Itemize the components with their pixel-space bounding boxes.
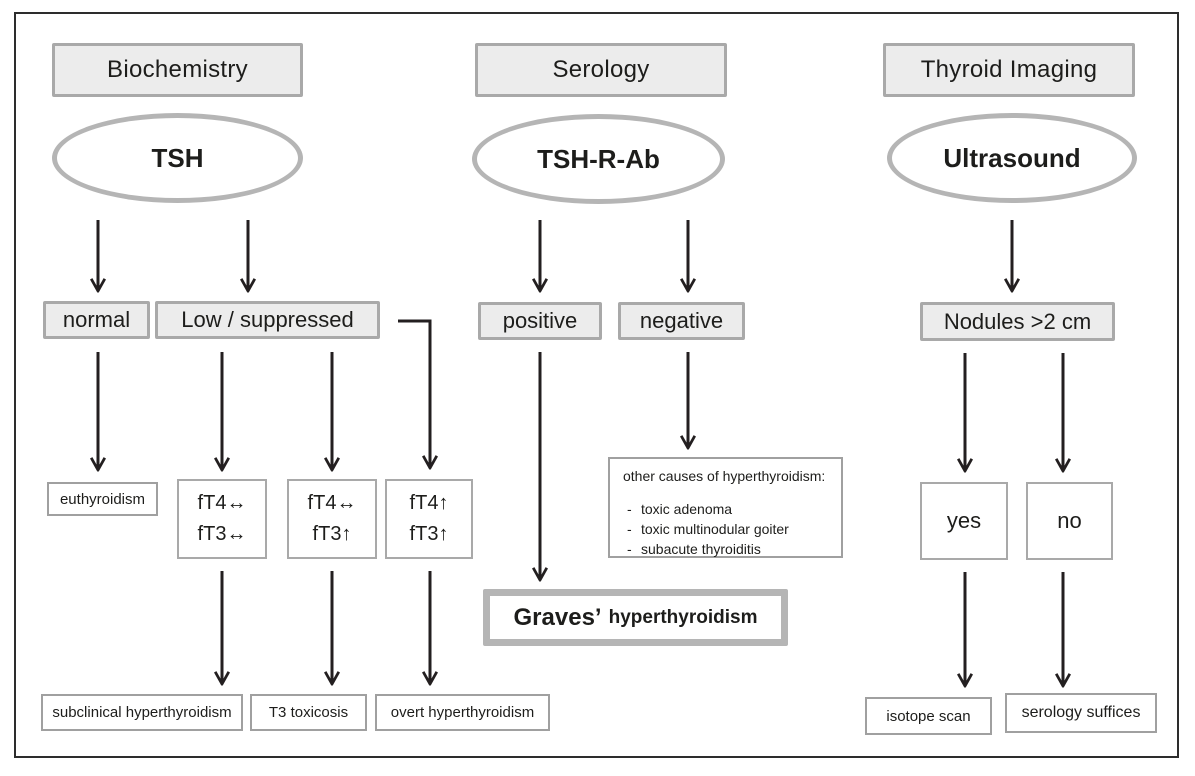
box-euthyroidism: euthyroidism: [47, 482, 158, 516]
graves-label: Graves’: [513, 603, 602, 631]
box-no: no: [1026, 482, 1113, 560]
ellipse-ultrasound: Ultrasound: [887, 113, 1137, 203]
ft3-value: fT3↑: [312, 523, 352, 545]
box-yes: yes: [920, 482, 1008, 560]
ft3-value: fT3↑: [409, 523, 449, 545]
bullet-dash: -: [627, 501, 632, 517]
box-t3-toxicosis: T3 toxicosis: [250, 694, 367, 731]
header-serology: Serology: [475, 43, 727, 97]
ellipse-tsh: TSH: [52, 113, 303, 203]
box-overt-hyperthyroidism: overt hyperthyroidism: [375, 694, 550, 731]
box-graves-hyperthyroidism: Graves’ hyperthyroidism: [483, 589, 788, 646]
ft4-value: fT4↔: [307, 492, 357, 514]
other-causes-list: - toxic adenoma - toxic multinodular goi…: [623, 499, 833, 559]
box-nodules-2cm: Nodules >2 cm: [920, 302, 1115, 341]
box-other-causes: other causes of hyperthyroidism: - toxic…: [608, 457, 843, 558]
list-item: - toxic adenoma: [623, 499, 833, 519]
other-cause-label: subacute thyroiditis: [641, 541, 761, 557]
list-item: - toxic multinodular goiter: [623, 519, 833, 539]
box-tsh-normal: normal: [43, 301, 150, 339]
other-cause-label: toxic multinodular goiter: [641, 521, 789, 537]
ft3-value: fT3↔: [197, 523, 247, 545]
graves-sublabel: hyperthyroidism: [608, 606, 758, 628]
box-tsh-low-suppressed: Low / suppressed: [155, 301, 380, 339]
ft4-value: fT4↔: [197, 492, 247, 514]
diagram-frame: [14, 12, 1179, 758]
ft4-value: fT4↑: [409, 492, 449, 514]
list-item: - subacute thyroiditis: [623, 539, 833, 559]
box-ft4-high-ft3-high: fT4↑ fT3↑: [385, 479, 473, 559]
other-causes-title: other causes of hyperthyroidism:: [623, 468, 826, 484]
bullet-dash: -: [627, 541, 632, 557]
box-ft4-normal-ft3-high: fT4↔ fT3↑: [287, 479, 377, 559]
box-positive: positive: [478, 302, 602, 340]
header-thyroid-imaging: Thyroid Imaging: [883, 43, 1135, 97]
other-cause-label: toxic adenoma: [641, 501, 733, 517]
box-ft4-normal-ft3-normal: fT4↔ fT3↔: [177, 479, 267, 559]
box-serology-suffices: serology suffices: [1005, 693, 1157, 733]
box-negative: negative: [618, 302, 745, 340]
header-biochemistry: Biochemistry: [52, 43, 303, 97]
box-isotope-scan: isotope scan: [865, 697, 992, 735]
box-subclinical-hyperthyroidism: subclinical hyperthyroidism: [41, 694, 243, 731]
ellipse-tsh-r-ab: TSH-R-Ab: [472, 114, 725, 204]
bullet-dash: -: [627, 521, 632, 537]
